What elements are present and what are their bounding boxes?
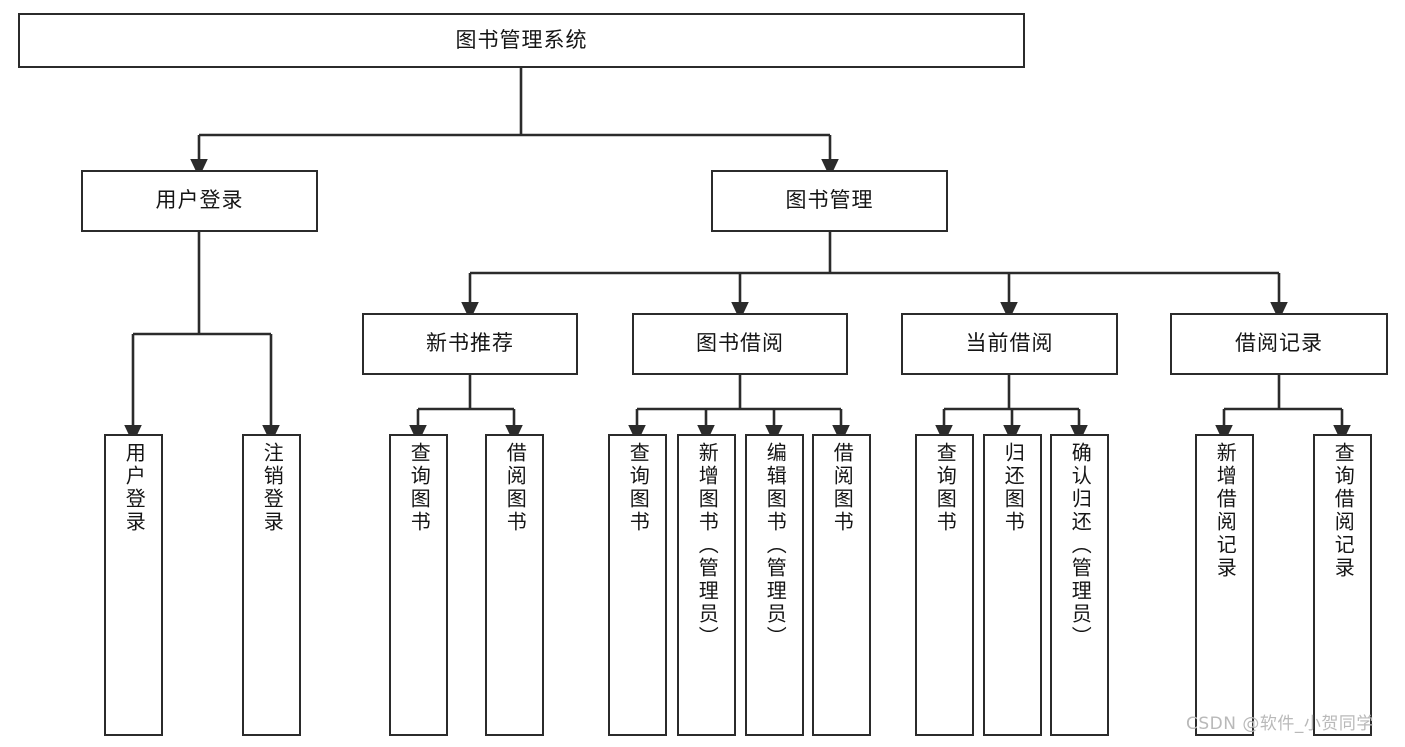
leaf-edit-book[interactable]: 编辑图书（管理员） (745, 434, 804, 736)
leaf-query-book-current-label: 查询图书 (933, 442, 958, 534)
leaf-query-book-new[interactable]: 查询图书 (389, 434, 448, 736)
leaf-return-book-label: 归还图书 (1001, 442, 1026, 534)
leaf-query-book-new-label: 查询图书 (407, 442, 432, 534)
leaf-user-login-label: 用户登录 (122, 442, 147, 534)
leaf-query-book-borrow[interactable]: 查询图书 (608, 434, 667, 736)
node-new-book-recommend-label: 新书推荐 (426, 331, 514, 356)
leaf-query-book-borrow-label: 查询图书 (626, 442, 651, 534)
leaf-add-borrow-record[interactable]: 新增借阅记录 (1195, 434, 1254, 736)
node-root-label: 图书管理系统 (455, 27, 588, 52)
leaf-edit-book-label: 编辑图书（管理员） (763, 442, 788, 649)
node-book-borrow-label: 图书借阅 (696, 331, 784, 356)
node-user-login-label: 用户登录 (155, 188, 244, 213)
node-current-borrow-label: 当前借阅 (965, 331, 1054, 356)
leaf-borrow-book[interactable]: 借阅图书 (812, 434, 871, 736)
node-user-login[interactable]: 用户登录 (81, 170, 318, 232)
leaf-user-login[interactable]: 用户登录 (104, 434, 163, 736)
leaf-add-borrow-record-label: 新增借阅记录 (1213, 442, 1238, 580)
leaf-borrow-book-new-label: 借阅图书 (503, 442, 528, 534)
leaf-borrow-book-label: 借阅图书 (830, 442, 855, 534)
leaf-query-borrow-record[interactable]: 查询借阅记录 (1313, 434, 1372, 736)
leaf-borrow-book-new[interactable]: 借阅图书 (485, 434, 544, 736)
leaf-add-book-label: 新增图书（管理员） (695, 442, 720, 649)
leaf-add-book[interactable]: 新增图书（管理员） (677, 434, 736, 736)
node-current-borrow[interactable]: 当前借阅 (901, 313, 1118, 375)
node-new-book-recommend[interactable]: 新书推荐 (362, 313, 578, 375)
leaf-query-borrow-record-label: 查询借阅记录 (1331, 442, 1356, 580)
leaf-logout-label: 注销登录 (260, 442, 285, 534)
leaf-logout[interactable]: 注销登录 (242, 434, 301, 736)
leaf-confirm-return[interactable]: 确认归还（管理员） (1050, 434, 1109, 736)
node-borrow-records[interactable]: 借阅记录 (1170, 313, 1388, 375)
node-book-management-label: 图书管理 (785, 188, 874, 213)
node-root[interactable]: 图书管理系统 (18, 13, 1025, 68)
leaf-return-book[interactable]: 归还图书 (983, 434, 1042, 736)
node-borrow-records-label: 借阅记录 (1235, 331, 1323, 356)
leaf-query-book-current[interactable]: 查询图书 (915, 434, 974, 736)
leaf-confirm-return-label: 确认归还（管理员） (1068, 442, 1093, 649)
node-book-borrow[interactable]: 图书借阅 (632, 313, 848, 375)
node-book-management[interactable]: 图书管理 (711, 170, 948, 232)
